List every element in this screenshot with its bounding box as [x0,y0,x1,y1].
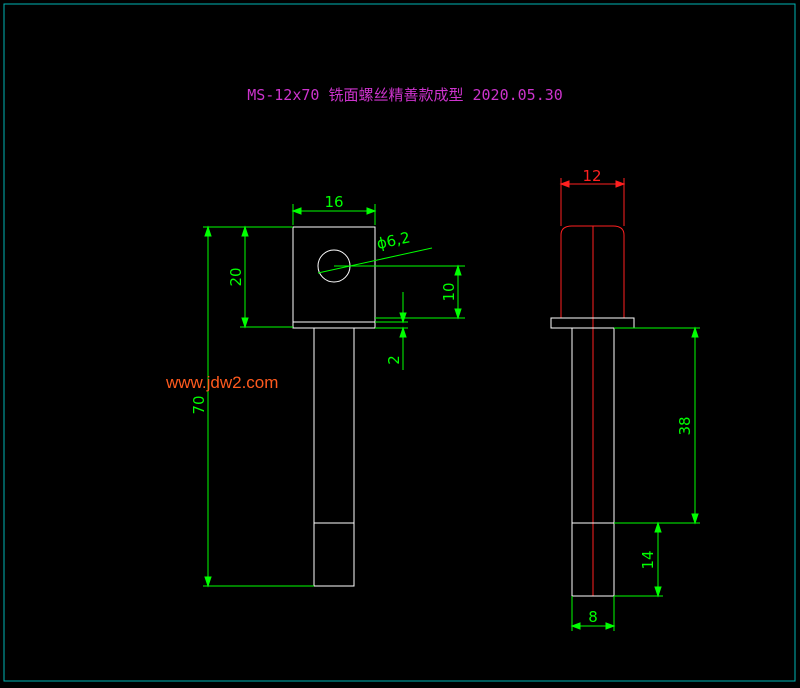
side-view [550,225,635,597]
dim-head-height-label: 20 [227,267,245,286]
front-shoulder [292,321,376,329]
dim-head-width-label: 12 [582,167,601,185]
front-dimensions [203,204,465,588]
front-view [292,226,376,587]
side-dimensions [559,178,700,631]
dim-total-length-label: 70 [190,395,208,414]
side-collar [550,317,635,329]
front-shank [313,328,355,587]
dim-tip-length-label: 14 [639,550,657,569]
dim-hole-center-label: 10 [440,282,458,301]
dim-tip-width-label: 8 [588,608,598,626]
dim-shank-length-label: 38 [676,416,694,435]
watermark-text: www.jdw2.com [165,373,278,392]
dim-shoulder-label: 2 [385,355,403,365]
dim-top-width-label: 16 [324,193,343,211]
drawing-title: MS-12x70 铣面螺丝精善款成型 2020.05.30 [247,86,563,104]
side-shank [571,328,615,597]
drawing-frame [3,3,796,682]
side-dim-texts: 12 38 14 8 [582,167,694,626]
front-head-outline [292,226,376,323]
dim-hole-diameter-label: ϕ6,2 [375,228,412,253]
